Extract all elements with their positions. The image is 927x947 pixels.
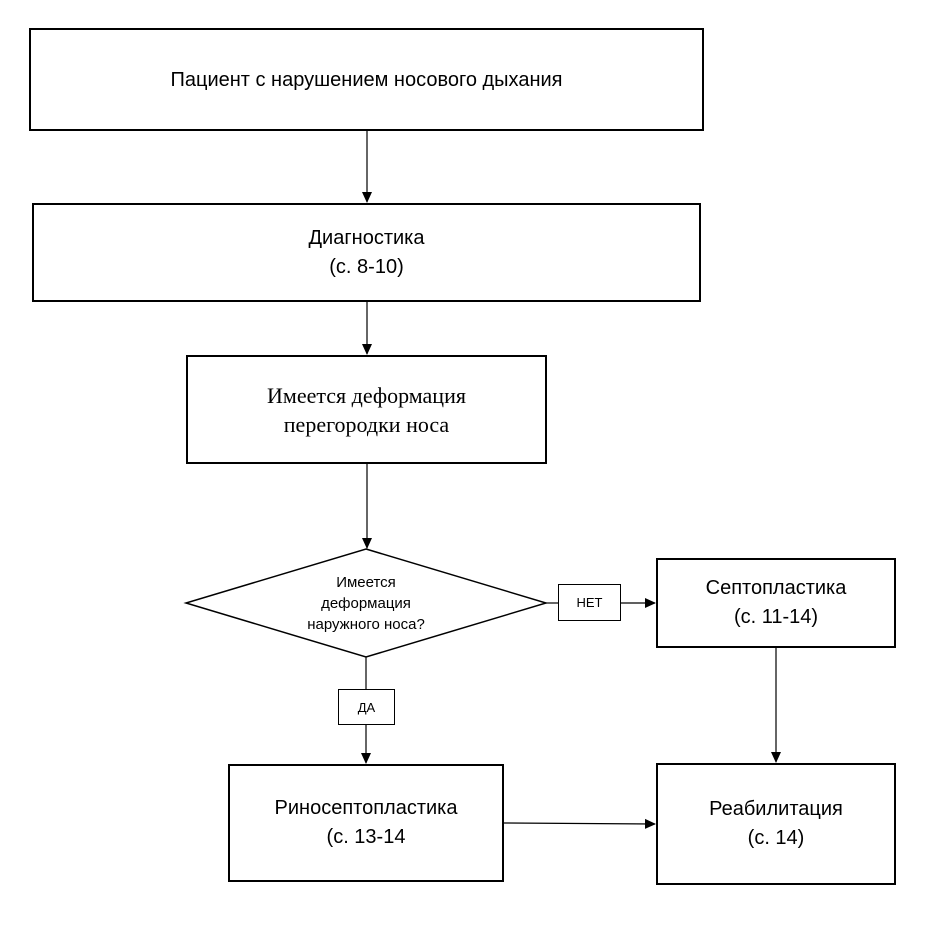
decision-line-1: Имеется bbox=[336, 574, 396, 591]
node-septoplasty-title: Септопластика bbox=[705, 577, 847, 599]
edge-label-yes: ДА bbox=[338, 689, 395, 725]
node-rhinoseptoplasty-title: Риносептопластика bbox=[274, 797, 458, 819]
node-diagnostics-title: Диагностика bbox=[308, 226, 425, 249]
edge-label-no-text: НЕТ bbox=[576, 595, 603, 610]
node-septum-deformation-line-2: перегородки носа bbox=[283, 411, 450, 437]
arrow-rhinoseptoplasty-to-rehabilitation bbox=[503, 818, 656, 829]
node-patient-label: Пациент с нарушением носового дыхания bbox=[170, 68, 563, 91]
decision-line-2: деформация bbox=[321, 595, 411, 612]
decision-external-nose-text: Имеется деформация наружного носа? bbox=[266, 572, 466, 635]
node-rehabilitation-title: Реабилитация bbox=[709, 798, 843, 820]
node-diagnostics-pages: (с. 8-10) bbox=[329, 255, 404, 278]
node-rehabilitation: Реабилитация (с. 14) bbox=[656, 763, 896, 885]
edge-label-no: НЕТ bbox=[558, 584, 621, 621]
node-rhinoseptoplasty: Риносептопластика (с. 13-14 bbox=[228, 764, 504, 882]
node-patient: Пациент с нарушением носового дыхания bbox=[29, 28, 704, 131]
node-diagnostics: Диагностика (с. 8-10) bbox=[32, 203, 701, 302]
node-septoplasty: Септопластика (с. 11-14) bbox=[656, 558, 896, 648]
node-rehabilitation-pages: (с. 14) bbox=[747, 827, 805, 849]
node-septoplasty-pages: (с. 11-14) bbox=[733, 606, 819, 628]
node-rhinoseptoplasty-pages: (с. 13-14 bbox=[326, 826, 406, 848]
edge-label-yes-text: ДА bbox=[357, 699, 376, 715]
node-septum-deformation: Имеется деформация перегородки носа bbox=[186, 355, 547, 464]
decision-line-3: наружного носа? bbox=[307, 616, 425, 633]
node-septum-deformation-line-1: Имеется деформация bbox=[267, 382, 466, 408]
